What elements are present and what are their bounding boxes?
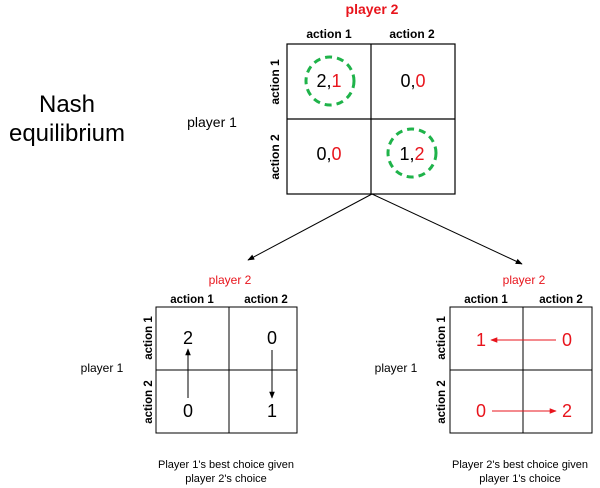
left-row-action-1: action 1 xyxy=(143,316,155,360)
equilibrium-ring-icon xyxy=(386,127,438,179)
right-cell-2-2: 2 xyxy=(562,401,572,421)
payoff-p1: 2 xyxy=(316,71,326,91)
right-caption-line-2: player 1's choice xyxy=(479,473,561,485)
payoff-separator: , xyxy=(326,71,331,91)
payoff-p2: 0 xyxy=(416,71,426,91)
right-column-action-2: action 2 xyxy=(539,294,582,306)
payoff-p1: 0 xyxy=(400,71,410,91)
right-cell-1-2: 0 xyxy=(562,330,572,350)
left-matrix: player 2 action 1 action 2 action 1 acti… xyxy=(81,273,298,485)
main-column-player-label: player 2 xyxy=(346,1,399,17)
left-row-player-label: player 1 xyxy=(81,361,124,375)
main-row-action-2: action 2 xyxy=(268,134,282,180)
payoff-separator: , xyxy=(410,71,415,91)
main-column-action-1: action 1 xyxy=(306,27,352,41)
left-cell-1-1: 2 xyxy=(183,328,193,348)
left-caption-line-1: Player 1's best choice given xyxy=(158,459,294,471)
payoff-p1: 0 xyxy=(316,144,326,164)
main-column-action-2: action 2 xyxy=(389,27,435,41)
left-caption-line-2: player 2's choice xyxy=(185,473,267,485)
right-cell-2-1: 0 xyxy=(476,401,486,421)
right-row-action-1: action 1 xyxy=(436,316,448,360)
left-column-action-2: action 2 xyxy=(244,294,287,306)
right-column-action-1: action 1 xyxy=(464,294,508,306)
right-column-player-label: player 2 xyxy=(503,273,546,287)
right-cell-1-1: 1 xyxy=(476,330,486,350)
right-row-action-2: action 2 xyxy=(436,380,448,423)
payoff-p2: 0 xyxy=(332,144,342,164)
right-row-player-label: player 1 xyxy=(375,361,418,375)
main-matrix: player 2 action 1 action 2 action 1 acti… xyxy=(187,1,456,195)
payoff-separator: , xyxy=(326,144,331,164)
main-cell-1-2: 0,0 xyxy=(400,71,425,91)
connector-arrow-left xyxy=(247,193,373,261)
left-row-action-2: action 2 xyxy=(143,380,155,423)
left-cell-2-2: 1 xyxy=(267,401,277,421)
left-cell-2-1: 0 xyxy=(183,401,193,421)
main-cell-2-2: 1,2 xyxy=(399,144,424,164)
left-column-action-1: action 1 xyxy=(170,294,214,306)
title-line-1: Nash xyxy=(39,91,95,118)
connector-arrow-right xyxy=(371,193,523,265)
main-row-action-1: action 1 xyxy=(268,59,282,105)
right-matrix: player 2 action 1 action 2 action 1 acti… xyxy=(375,273,593,485)
left-column-player-label: player 2 xyxy=(209,273,252,287)
main-cell-1-1: 2,1 xyxy=(316,71,341,91)
main-cell-2-1: 0,0 xyxy=(316,144,341,164)
title-line-2: equilibrium xyxy=(9,120,125,147)
payoff-p2: 2 xyxy=(415,144,425,164)
payoff-p2: 1 xyxy=(332,71,342,91)
left-cell-1-2: 0 xyxy=(267,328,277,348)
payoff-separator: , xyxy=(409,144,414,164)
right-caption-line-1: Player 2's best choice given xyxy=(452,459,588,471)
payoff-p1: 1 xyxy=(399,144,409,164)
main-row-player-label: player 1 xyxy=(187,114,237,130)
equilibrium-ring-icon xyxy=(304,55,356,107)
